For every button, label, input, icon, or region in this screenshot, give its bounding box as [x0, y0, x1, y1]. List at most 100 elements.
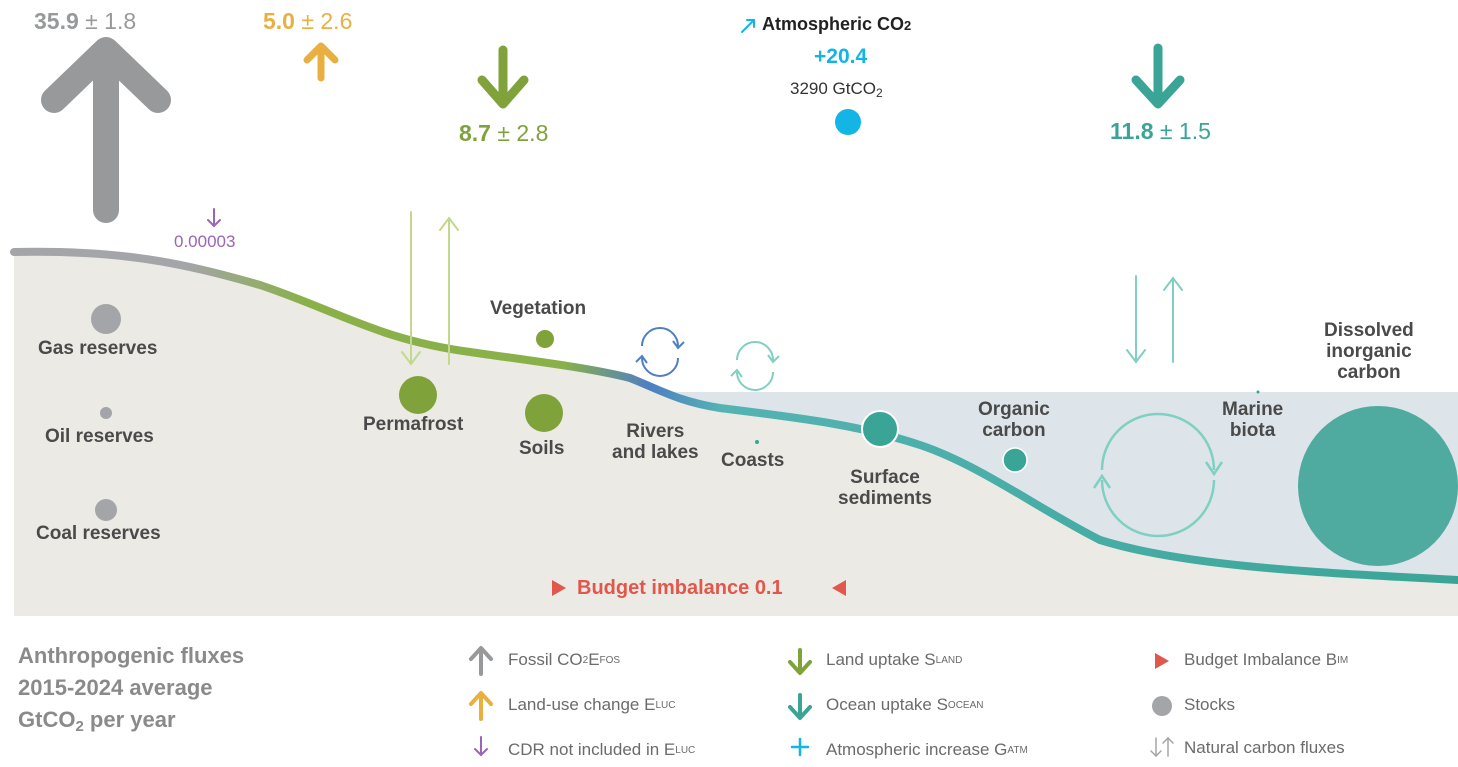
atmosphere-increase: +20.4: [814, 45, 868, 68]
surface-sed-line1: Surface: [850, 467, 920, 488]
cdr-flux-value: 0.00003: [174, 232, 236, 251]
marine-biota-label: Marine biota: [1222, 399, 1283, 441]
ocean-uptake-value: 11.8: [1110, 118, 1154, 144]
atmosphere-title-text: Atmospheric CO: [762, 14, 905, 34]
luc-value: 5.0: [263, 8, 295, 34]
permafrost-label: Permafrost: [363, 414, 464, 435]
atmosphere-stock-text: 3290 GtCO: [790, 79, 876, 98]
surface-sediments-stock: [861, 410, 899, 448]
dic-stock: [1298, 406, 1458, 566]
rivers-cycle-icon: [635, 327, 685, 377]
rivers-line2: and lakes: [612, 442, 699, 463]
dic-line1: Dissolved: [1324, 320, 1414, 341]
legend-luc-text: Land-use change E: [508, 695, 656, 714]
ocean-uptake-arrow: [1131, 43, 1185, 109]
title-line3: GtCO2 per year: [18, 704, 244, 743]
legend-stocks: Stocks: [1184, 695, 1235, 715]
legend-land-icon: [788, 648, 812, 675]
title-line3-a: GtCO: [18, 707, 76, 732]
dic-label: Dissolved inorganic carbon: [1324, 320, 1414, 383]
legend-cdr-icon: [474, 736, 488, 757]
cdr-arrow: [207, 208, 221, 228]
organic-carbon-label: Organic carbon: [978, 399, 1050, 441]
legend-atm-sub: ATM: [1007, 744, 1028, 756]
ocean-uptake-uncertainty: ± 1.5: [1159, 118, 1211, 144]
land-ground: [14, 251, 1458, 616]
legend-bim-text: Budget Imbalance B: [1184, 650, 1338, 669]
atmosphere-title-sub: 2: [904, 18, 912, 33]
coasts-cycle-icon: [730, 341, 780, 391]
legend-fossil-icon: [469, 646, 493, 676]
budget-imbalance-right-triangle: [832, 580, 846, 596]
rivers-lakes-label: Rivers and lakes: [612, 421, 699, 463]
gas-stock: [91, 304, 121, 334]
legend-land-sub: LAND: [935, 654, 963, 666]
atmosphere-stock-label: 3290 GtCO2: [790, 79, 883, 100]
dic-line3: carbon: [1337, 362, 1401, 383]
coasts-stock: [755, 440, 759, 444]
vegetation-label: Vegetation: [490, 298, 587, 319]
budget-imbalance-label: Budget imbalance 0.1: [577, 577, 783, 599]
legend-natural-flux-icon: [1150, 736, 1174, 758]
legend-luc-icon: [469, 691, 493, 721]
legend-fossil-sub2: FOS: [599, 654, 621, 666]
legend-bim-icon: [1155, 653, 1169, 669]
ocean-cycle-icon: [1092, 412, 1224, 538]
legend-land-text: Land uptake S: [826, 650, 936, 669]
atm-increase-icon: [741, 19, 755, 33]
surface-sed-line2: sediments: [838, 488, 932, 509]
oil-reserves-label: Oil reserves: [45, 426, 154, 447]
ocean-uptake-flux-value: 11.8 ± 1.5: [1110, 118, 1211, 145]
legend-atm-icon: [790, 737, 810, 757]
land-uptake-uncertainty: ± 2.8: [497, 120, 549, 146]
ocean-natural-flux-arrows: [1126, 275, 1183, 364]
title-line1: Anthropogenic fluxes: [18, 643, 245, 668]
luc-uncertainty: ± 2.6: [301, 8, 353, 34]
organic-line2: carbon: [982, 420, 1046, 441]
legend-fossil-text: Fossil CO: [508, 650, 583, 669]
marine-line2: biota: [1229, 420, 1276, 441]
coal-stock: [95, 499, 117, 521]
permafrost-stock: [399, 376, 437, 414]
legend-ocean-text: Ocean uptake S: [826, 695, 948, 714]
land-uptake-flux-value: 8.7 ± 2.8: [459, 120, 548, 147]
marine-biota-stock: [1256, 390, 1260, 394]
surface-sediments-label: Surface sediments: [838, 467, 932, 509]
coal-reserves-label: Coal reserves: [36, 523, 161, 544]
fossil-value: 35.9: [34, 8, 79, 34]
soils-label: Soils: [519, 438, 565, 459]
marine-line1: Marine: [1222, 399, 1284, 420]
legend-atm-text: Atmospheric increase G: [826, 740, 1008, 759]
title-line2: 2015-2024 average: [18, 675, 213, 700]
rivers-line1: Rivers: [626, 421, 685, 442]
atmosphere-stock-sub: 2: [876, 86, 883, 100]
legend-stocks-icon: [1152, 696, 1172, 716]
land-natural-flux-arrows: [401, 211, 459, 366]
atmosphere-title: Atmospheric CO2: [762, 14, 911, 35]
luc-arrow: [303, 42, 339, 82]
legend-bim-sub: IM: [1337, 654, 1349, 666]
legend-cdr-sub: LUC: [675, 744, 696, 756]
figure-title-block: Anthropogenic fluxes 2015-2024 average G…: [18, 640, 244, 743]
land-uptake-arrow: [477, 45, 529, 109]
vegetation-stock: [536, 330, 554, 348]
legend-ocean-icon: [788, 693, 812, 720]
legend-natural: Natural carbon fluxes: [1184, 738, 1345, 758]
legend-fossil-mid: E: [588, 650, 600, 669]
land-uptake-value: 8.7: [459, 120, 491, 146]
atmosphere-stock-circle: [835, 109, 861, 135]
fossil-arrow: [41, 37, 171, 223]
legend-fossil-sub1: 2: [582, 654, 589, 666]
organic-carbon-stock: [1002, 447, 1028, 473]
oil-stock: [100, 407, 112, 419]
luc-flux-value: 5.0 ± 2.6: [263, 8, 352, 35]
ocean-water: [660, 392, 1458, 580]
dic-line2: inorganic: [1326, 341, 1412, 362]
